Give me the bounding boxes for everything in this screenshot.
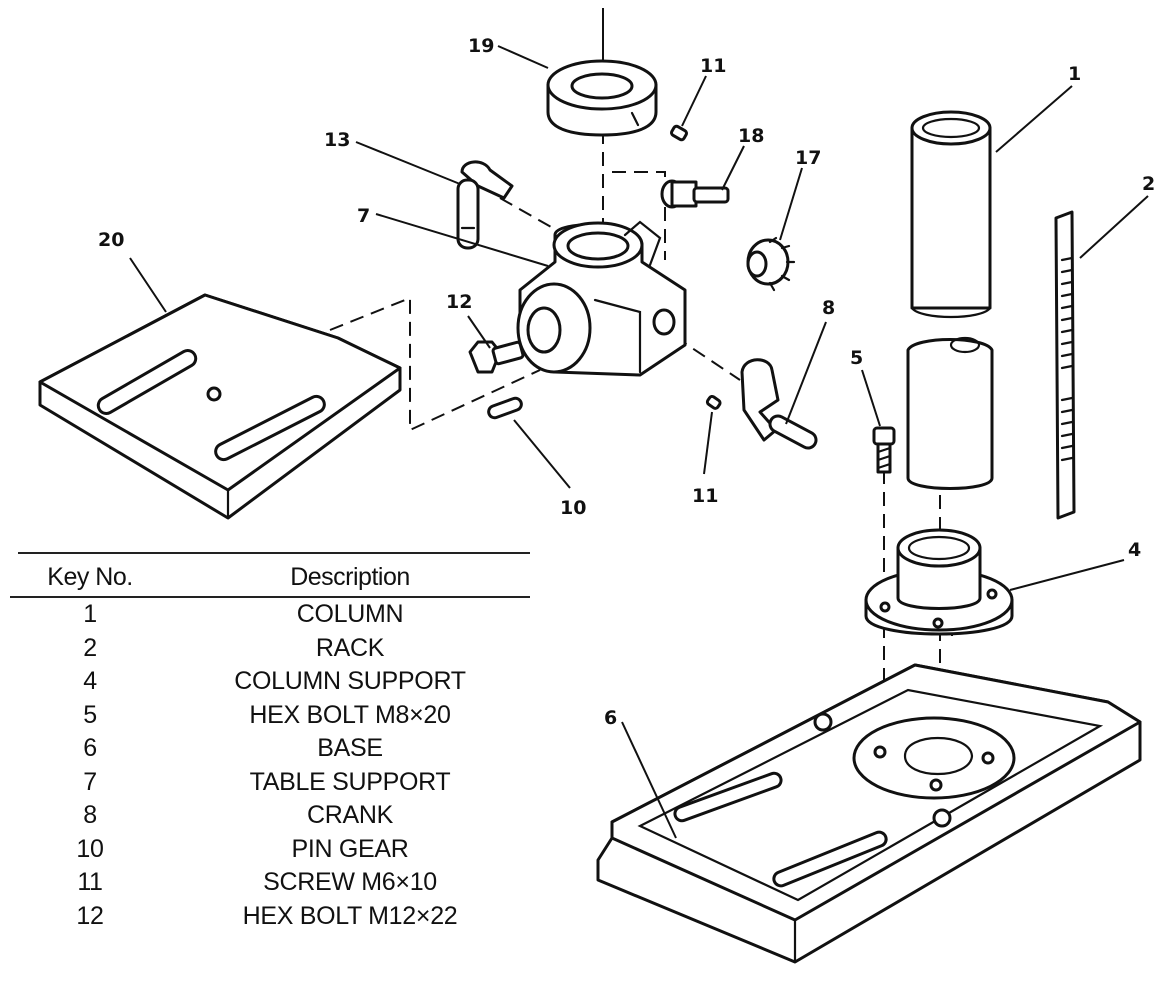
row-description: RACK — [315, 633, 385, 662]
callout-18: 18 — [738, 125, 764, 147]
callout-12: 12 — [446, 291, 472, 313]
row-key: 10 — [76, 834, 104, 863]
row-key: 7 — [83, 767, 97, 796]
hex-bolt-m12-part — [468, 340, 525, 374]
row-key: 2 — [83, 633, 97, 662]
row-key: 4 — [83, 667, 97, 696]
callout-11-top: 11 — [700, 55, 726, 77]
table-row: 4 COLUMN SUPPORT — [10, 665, 530, 699]
callout-4: 4 — [1128, 539, 1141, 561]
set-screw-top-part — [670, 124, 688, 142]
row-description: BASE — [317, 734, 383, 763]
base-part — [596, 663, 1142, 964]
header-description: Description — [290, 563, 410, 591]
hex-bolt-m8-part — [872, 426, 896, 474]
callout-11-lower: 11 — [692, 485, 718, 507]
row-key: 12 — [76, 901, 104, 930]
row-description: SCREW M6×10 — [263, 868, 437, 897]
callout-19: 19 — [468, 35, 494, 57]
table-row: 12 HEX BOLT M12×22 — [10, 900, 530, 934]
row-key: 11 — [77, 868, 103, 897]
row-description: PIN GEAR — [291, 834, 409, 863]
table-row: 5 HEX BOLT M8×20 — [10, 699, 530, 733]
lock-handle-part — [456, 160, 514, 250]
callout-labels: 19 11 18 17 13 7 20 12 10 11 8 5 1 2 4 6 — [98, 35, 1155, 729]
callout-8: 8 — [822, 297, 835, 319]
table-row: 8 CRANK — [10, 799, 530, 833]
table-support-part — [516, 220, 687, 377]
callout-1: 1 — [1068, 63, 1081, 85]
crank-part — [740, 358, 818, 450]
row-key: 1 — [83, 600, 97, 629]
row-description: CRANK — [306, 801, 393, 830]
row-description: HEX BOLT M8×20 — [249, 700, 451, 729]
row-key: 6 — [83, 734, 97, 763]
row-description: COLUMN — [296, 600, 404, 629]
table-row: 6 BASE — [10, 732, 530, 766]
row-description: TABLE SUPPORT — [249, 767, 451, 796]
callout-13: 13 — [324, 129, 350, 151]
callout-leaders — [129, 45, 1149, 839]
table-row: 7 TABLE SUPPORT — [10, 766, 530, 800]
table-row: 10 PIN GEAR — [10, 833, 530, 867]
rack-part — [1054, 210, 1076, 520]
row-key: 8 — [83, 801, 97, 830]
table-header-row: Key No. Description — [10, 554, 530, 596]
pin-gear-part — [487, 396, 523, 420]
callout-5: 5 — [850, 347, 863, 369]
table-top-rule — [18, 552, 530, 554]
collar-ring-part — [546, 59, 658, 137]
callout-7: 7 — [357, 205, 370, 227]
callout-2: 2 — [1142, 173, 1155, 195]
table-part — [38, 293, 402, 520]
header-key-no: Key No. — [47, 563, 133, 591]
row-description: HEX BOLT M12×22 — [242, 901, 458, 930]
set-screw-lower-part — [705, 394, 722, 410]
row-description: COLUMN SUPPORT — [234, 667, 466, 696]
callout-17: 17 — [795, 147, 821, 169]
table-row: 11 SCREW M6×10 — [10, 866, 530, 900]
callout-10: 10 — [560, 497, 586, 519]
parts-list-table: Key No. Description 1 COLUMN 2 RACK 4 CO… — [10, 552, 530, 933]
callout-20: 20 — [98, 229, 124, 251]
column-support-part — [864, 528, 1014, 636]
row-key: 5 — [83, 700, 97, 729]
table-row: 2 RACK — [10, 632, 530, 666]
gear-shaft-part — [660, 179, 730, 209]
callout-6: 6 — [604, 707, 617, 729]
pinion-gear-part — [746, 236, 796, 292]
table-header-rule — [10, 596, 530, 598]
table-row: 1 COLUMN — [10, 598, 530, 632]
column-part — [906, 110, 994, 490]
